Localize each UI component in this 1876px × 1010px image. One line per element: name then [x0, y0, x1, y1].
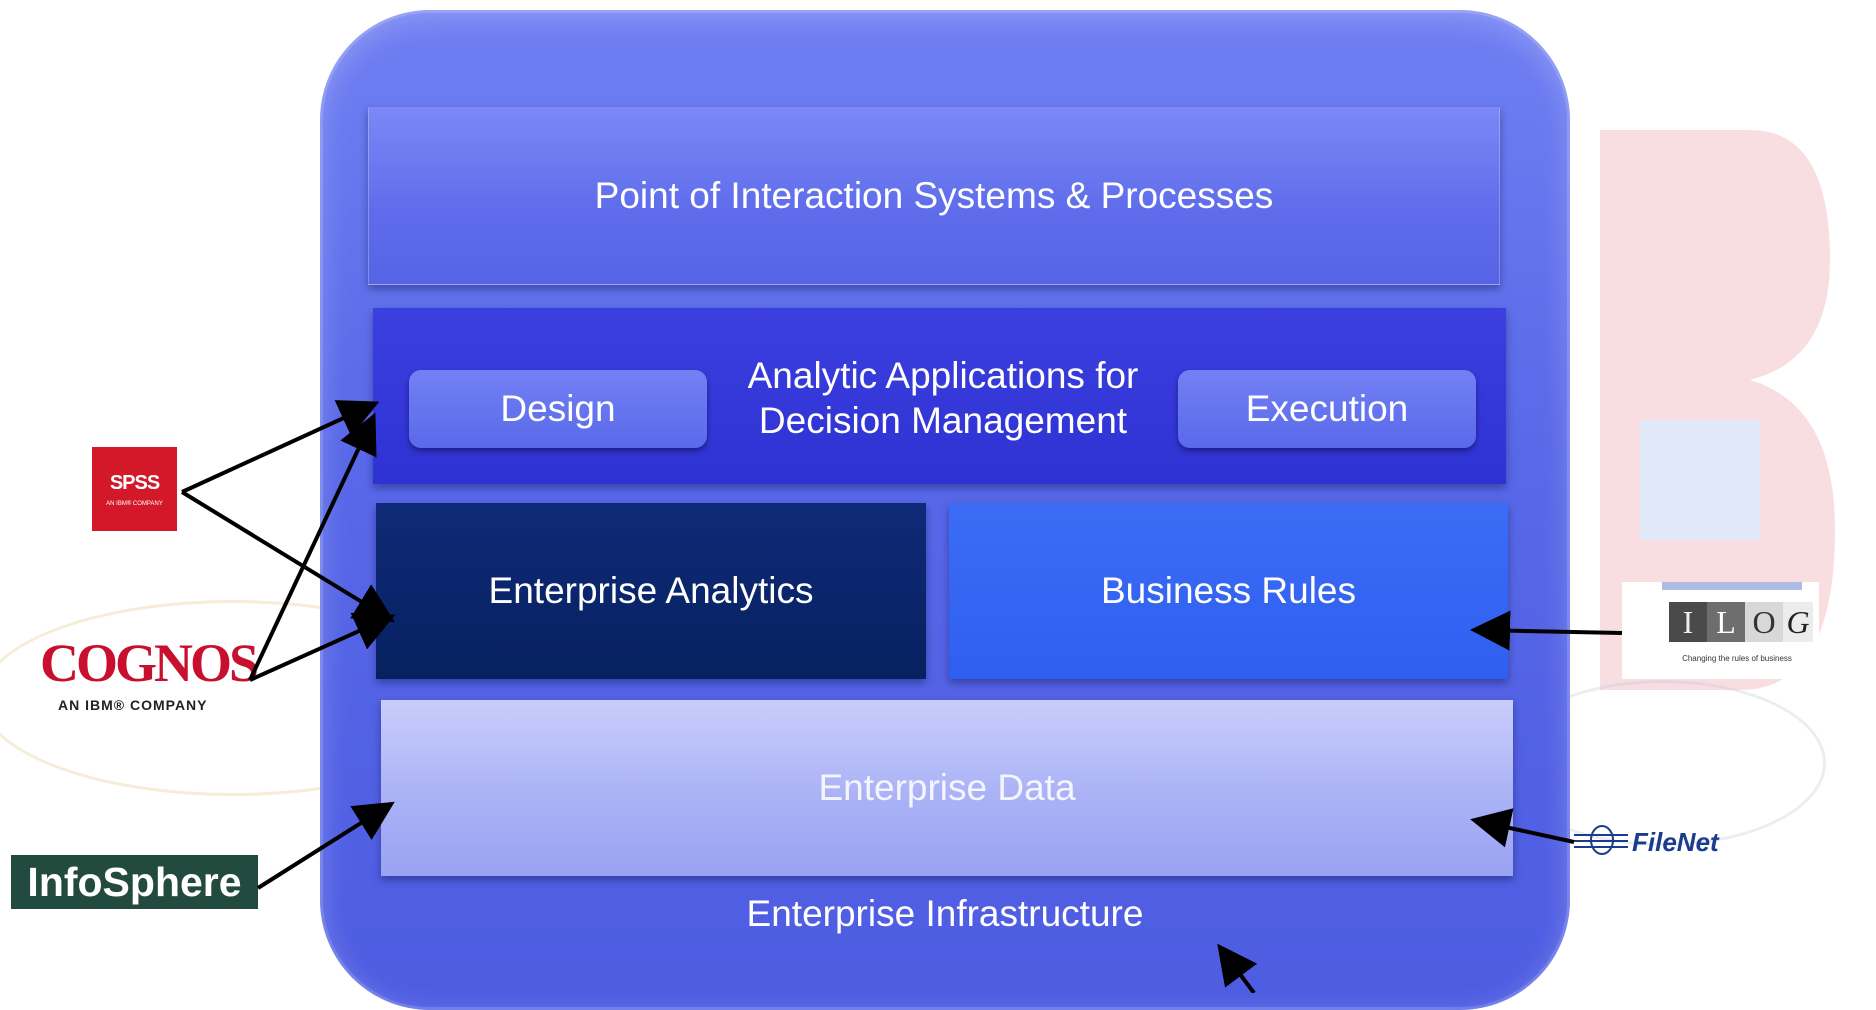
spss-logo-name: SPSS — [109, 472, 160, 494]
enterprise-data-layer: Enterprise Data — [381, 700, 1513, 876]
enterprise-analytics-layer: Enterprise Analytics — [376, 503, 926, 679]
ilog-letter: G — [1783, 602, 1813, 642]
enterprise-infrastructure-label: Enterprise Infrastructure — [746, 893, 1144, 934]
analytic-applications-title-line2: Decision Management — [758, 400, 1128, 441]
ilog-letter: L — [1707, 602, 1745, 642]
business-rules-layer: Business Rules — [949, 503, 1508, 679]
background-letter-decoration — [1600, 130, 1835, 690]
execution-block: Execution — [1178, 370, 1476, 448]
analytic-applications-title-line1: Analytic Applications for — [747, 355, 1139, 396]
business-rules-label: Business Rules — [1100, 570, 1356, 611]
arrow-cognos-to-design — [248, 412, 377, 681]
enterprise-analytics-label: Enterprise Analytics — [488, 570, 814, 611]
analytic-applications-title: Analytic Applications for Decision Manag… — [723, 353, 1163, 443]
arrow-filenet-to-enterprise-data — [1470, 808, 1575, 848]
ilog-logo: I L O G Changing the rules of business — [1622, 582, 1819, 679]
ilog-logo-tagline: Changing the rules of business — [1682, 654, 1792, 663]
arrow-to-enterprise-infrastructure — [1217, 943, 1258, 993]
arrow-ilog-to-business-rules — [1470, 610, 1623, 651]
design-block: Design — [409, 370, 707, 448]
design-label: Design — [500, 388, 616, 429]
ilog-letter: I — [1669, 602, 1707, 642]
infosphere-logo: InfoSphere — [11, 855, 258, 909]
filenet-logo: FileNet — [1572, 822, 1752, 862]
execution-label: Execution — [1245, 388, 1409, 429]
spss-logo-tagline: AN IBM® COMPANY — [106, 501, 163, 507]
arrow-cognos-to-enterprise-analytics — [249, 612, 396, 682]
filenet-globe-icon — [1574, 825, 1628, 855]
cognos-logo: COGNOS — [40, 633, 259, 693]
ilog-letter: O — [1745, 602, 1783, 642]
cognos-logo-tagline: AN IBM® COMPANY — [58, 697, 208, 713]
infosphere-logo-name: InfoSphere — [27, 858, 242, 905]
enterprise-data-label: Enterprise Data — [818, 767, 1076, 808]
point-of-interaction-layer: Point of Interaction Systems & Processes — [368, 107, 1500, 285]
filenet-logo-name: FileNet — [1632, 827, 1719, 857]
point-of-interaction-label: Point of Interaction Systems & Processes — [594, 175, 1274, 216]
ilog-logo-bar — [1662, 582, 1802, 590]
analytic-applications-layer: Design Analytic Applications for Decisio… — [373, 308, 1506, 484]
arrow-infosphere-to-enterprise-data — [256, 801, 395, 890]
arrow-spss-to-enterprise-analytics — [180, 490, 395, 623]
spss-logo: SPSS AN IBM® COMPANY — [92, 447, 177, 531]
